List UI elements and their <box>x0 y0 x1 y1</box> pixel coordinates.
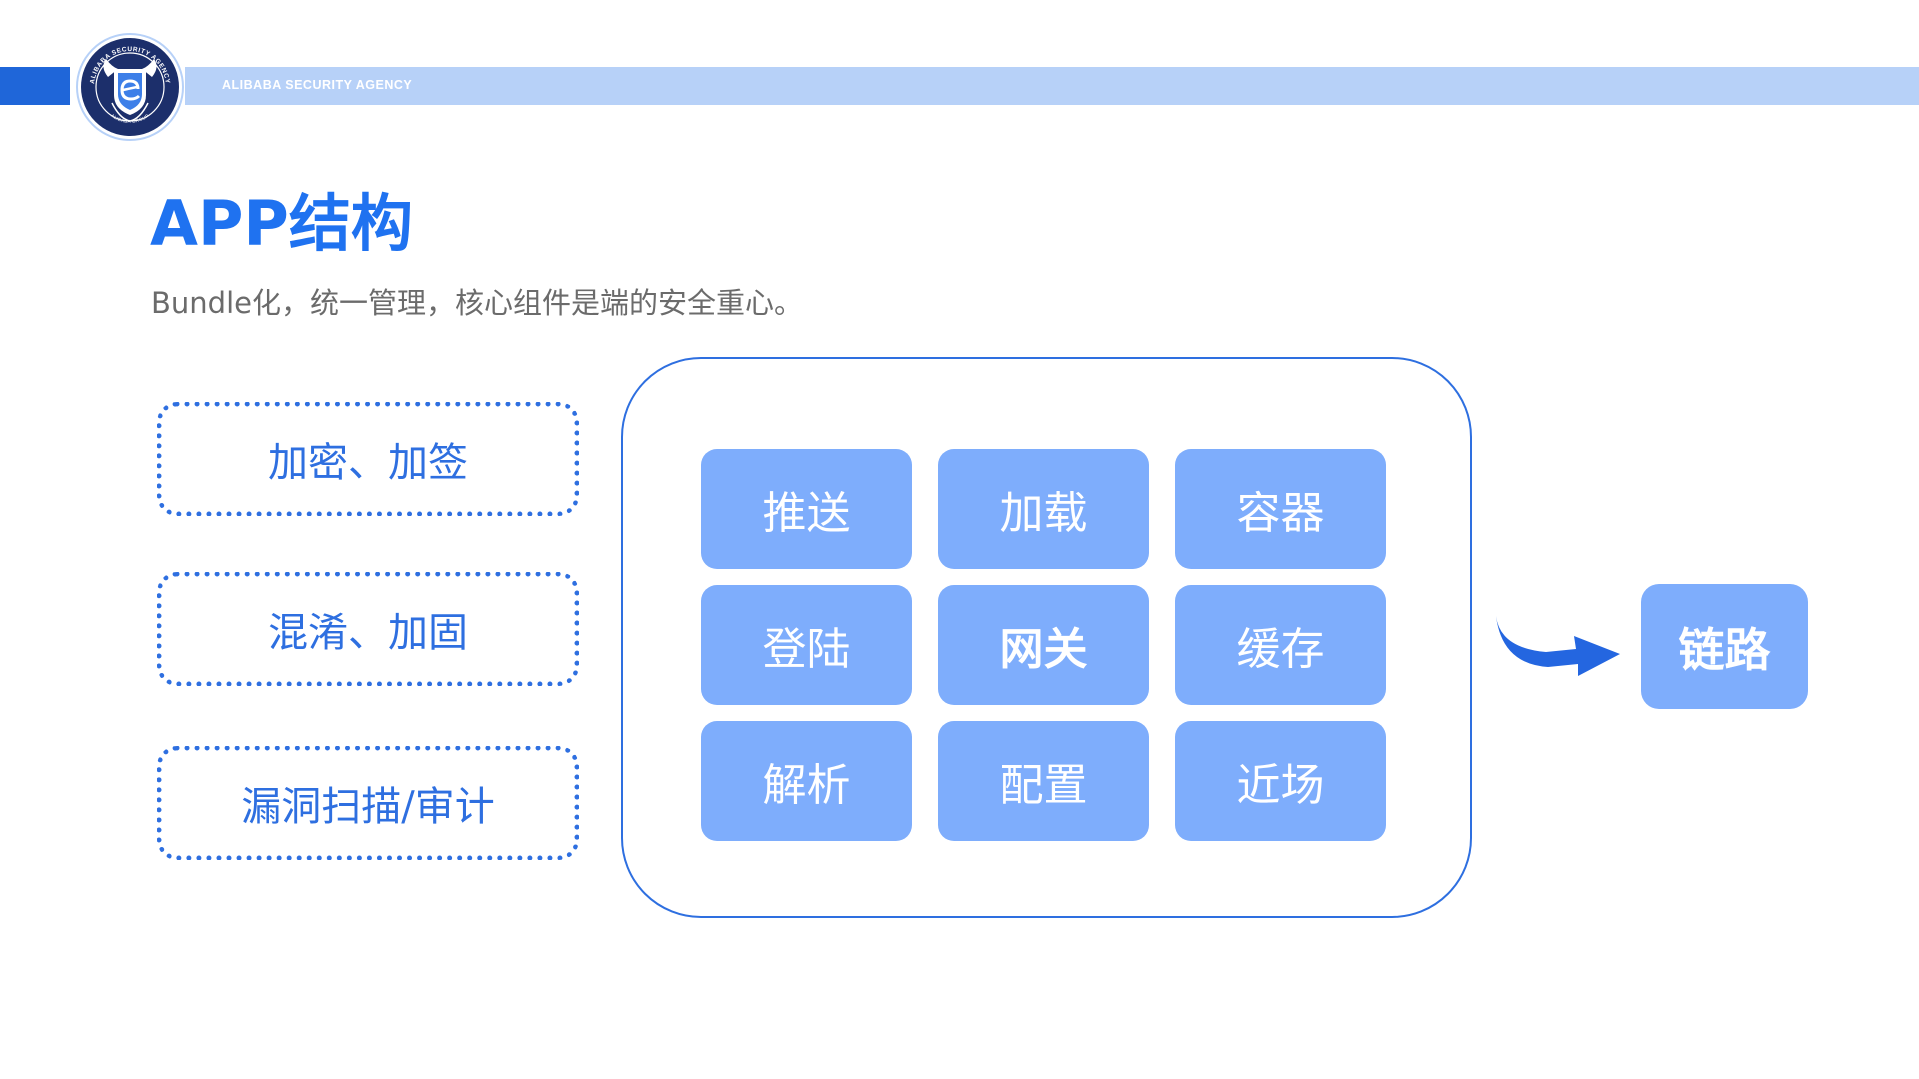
left-box-obfuscation: 混淆、加固 <box>157 572 579 686</box>
tile-config: 配置 <box>938 721 1149 841</box>
tile-parse: 解析 <box>701 721 912 841</box>
tile-cache: 缓存 <box>1175 585 1386 705</box>
tile-login: 登陆 <box>701 585 912 705</box>
left-box-vuln-scan: 漏洞扫描/审计 <box>157 746 579 860</box>
header-band-text: ALIBABA SECURITY AGENCY <box>222 78 413 92</box>
tile-gateway: 网关 <box>938 585 1149 705</box>
tile-push: 推送 <box>701 449 912 569</box>
link-box: 链路 <box>1641 584 1808 709</box>
header-band <box>185 67 1919 105</box>
curved-right-arrow-icon <box>1496 616 1620 676</box>
tile-nearfield: 近场 <box>1175 721 1386 841</box>
page-subtitle: Bundle化，统一管理，核心组件是端的安全重心。 <box>151 286 803 320</box>
header-band-left <box>0 67 70 105</box>
tile-load: 加载 <box>938 449 1149 569</box>
alibaba-security-logo-icon: ALIBABA SECURITY AGENCY ALIBABA GROUP <box>76 33 184 141</box>
page-title: APP结构 <box>150 187 413 260</box>
left-box-encryption: 加密、加签 <box>157 402 579 516</box>
component-container <box>621 357 1472 918</box>
tile-container: 容器 <box>1175 449 1386 569</box>
